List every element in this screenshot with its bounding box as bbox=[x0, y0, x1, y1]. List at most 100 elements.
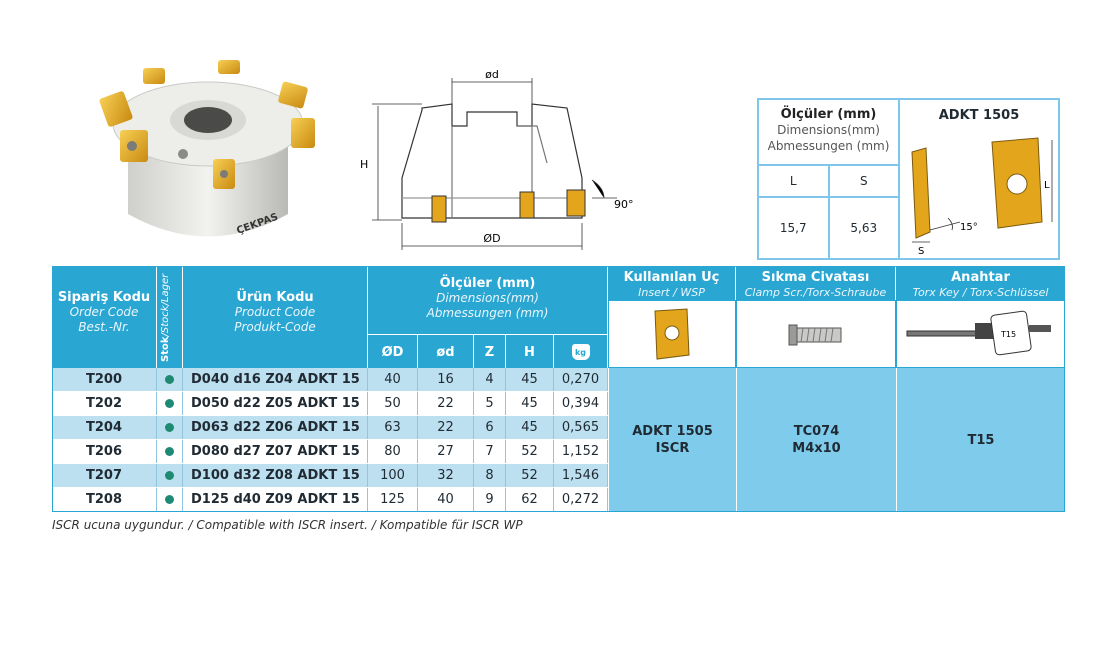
insert-name: ADKT 1505 bbox=[938, 108, 1020, 123]
insert-dimensions-box: Ölçüler (mm) Dimensions(mm) Abmessungen … bbox=[757, 98, 1060, 260]
cell-d: 22 bbox=[418, 392, 474, 415]
weight-icon: kg bbox=[554, 335, 608, 369]
product-table: Sipariş Kodu Order Code Best.-Nr. Stok/S… bbox=[52, 266, 1065, 512]
insert-drawing: S L 15° bbox=[900, 134, 1058, 258]
cell-D: 40 bbox=[368, 368, 418, 391]
insert-col-S: S bbox=[827, 166, 899, 196]
dims-subheader: ØD ød Z H kg bbox=[368, 334, 608, 369]
cell-weight: 1,152 bbox=[554, 440, 608, 463]
cell-code: T208 bbox=[52, 488, 157, 511]
header-stock-en: /Stock/Lager bbox=[160, 273, 171, 337]
cell-code: T207 bbox=[52, 464, 157, 487]
cell-D: 50 bbox=[368, 392, 418, 415]
insert-val-S: 5,63 bbox=[827, 198, 899, 258]
cell-code: T200 bbox=[52, 368, 157, 391]
cell-product: D080 d27 Z07 ADKT 15 bbox=[183, 440, 368, 463]
cell-D: 80 bbox=[368, 440, 418, 463]
cell-weight: 1,546 bbox=[554, 464, 608, 487]
header-order-code: Sipariş Kodu Order Code Best.-Nr. bbox=[52, 266, 157, 368]
insert-dimensions-panel: Ölçüler (mm) Dimensions(mm) Abmessungen … bbox=[759, 100, 900, 258]
cell-weight: 0,270 bbox=[554, 368, 608, 391]
header-stock: Stok/Stock/Lager bbox=[157, 266, 183, 368]
key-value: T15 bbox=[896, 368, 1065, 512]
insert-draw-S: S bbox=[918, 246, 924, 257]
kg-weight-icon: kg bbox=[571, 344, 590, 360]
col-D: ØD bbox=[368, 335, 418, 369]
header-order-tr: Sipariş Kodu bbox=[57, 290, 151, 305]
stock-cell bbox=[157, 392, 183, 415]
cell-weight: 0,394 bbox=[554, 392, 608, 415]
in-stock-dot-icon bbox=[165, 471, 174, 480]
in-stock-dot-icon bbox=[165, 399, 174, 408]
drawing-d-label: ød bbox=[485, 68, 499, 81]
cell-Z: 9 bbox=[474, 488, 506, 511]
cell-Z: 8 bbox=[474, 464, 506, 487]
milling-cutter-photo: ÇEKPAS bbox=[88, 54, 336, 259]
stock-cell bbox=[157, 464, 183, 487]
cell-d: 22 bbox=[418, 416, 474, 439]
cell-weight: 0,565 bbox=[554, 416, 608, 439]
cell-Z: 6 bbox=[474, 416, 506, 439]
drawing-H-label: H bbox=[360, 158, 368, 171]
cell-code: T204 bbox=[52, 416, 157, 439]
key-tag-label: T15 bbox=[1000, 330, 1016, 339]
cell-D: 63 bbox=[368, 416, 418, 439]
header-dimensions: Ölçüler (mm) Dimensions(mm) Abmessungen … bbox=[368, 266, 608, 368]
header-screw-en: Clamp Scr./Torx-Schraube bbox=[744, 286, 887, 299]
header-stock-tr: Stok bbox=[160, 336, 171, 362]
cell-H: 62 bbox=[506, 488, 554, 511]
cell-D: 100 bbox=[368, 464, 418, 487]
cell-H: 52 bbox=[506, 464, 554, 487]
col-d: ød bbox=[418, 335, 474, 369]
in-stock-dot-icon bbox=[165, 423, 174, 432]
header-insert-tr: Kullanılan Uç bbox=[623, 270, 720, 285]
col-H: H bbox=[506, 335, 554, 369]
cell-product: D125 d40 Z09 ADKT 15 bbox=[183, 488, 368, 511]
cell-product: D050 d22 Z05 ADKT 15 bbox=[183, 392, 368, 415]
cell-D: 125 bbox=[368, 488, 418, 511]
drawing-D-label: ØD bbox=[483, 232, 500, 245]
cell-product: D063 d22 Z06 ADKT 15 bbox=[183, 416, 368, 439]
header-product-code: Ürün Kodu Product Code Produkt-Code bbox=[183, 266, 368, 368]
stock-cell bbox=[157, 440, 183, 463]
cell-d: 40 bbox=[418, 488, 474, 511]
header-dims-en: Dimensions(mm) bbox=[436, 291, 539, 305]
header-product-en: Product Code bbox=[234, 305, 316, 319]
header-key-en: Torx Key / Torx-Schlüssel bbox=[912, 286, 1049, 299]
insert-dims-title: Ölçüler (mm) bbox=[780, 107, 877, 122]
header-product-tr: Ürün Kodu bbox=[236, 290, 314, 305]
cell-d: 32 bbox=[418, 464, 474, 487]
insert-draw-angle: 15° bbox=[960, 222, 978, 233]
key-image: T15 bbox=[896, 300, 1065, 368]
header-insert-en: Insert / WSP bbox=[638, 286, 705, 299]
stock-cell bbox=[157, 368, 183, 391]
cell-d: 16 bbox=[418, 368, 474, 391]
cutter-technical-drawing: ød ØD H 90° bbox=[352, 68, 652, 258]
insert-val-L: 15,7 bbox=[779, 221, 807, 235]
insert-dims-title-de: Abmessungen (mm) bbox=[767, 139, 890, 153]
screw-value: TC074 M4x10 bbox=[736, 368, 896, 512]
header-order-en: Order Code bbox=[69, 305, 139, 319]
header-dims-de: Abmessungen (mm) bbox=[426, 306, 549, 320]
cell-product: D100 d32 Z08 ADKT 15 bbox=[183, 464, 368, 487]
cell-Z: 4 bbox=[474, 368, 506, 391]
cell-weight: 0,272 bbox=[554, 488, 608, 511]
cell-H: 45 bbox=[506, 392, 554, 415]
in-stock-dot-icon bbox=[165, 375, 174, 384]
stock-cell bbox=[157, 416, 183, 439]
header-screw-tr: Sıkma Civatası bbox=[761, 270, 870, 285]
in-stock-dot-icon bbox=[165, 447, 174, 456]
footnote: ISCR ucuna uygundur. / Compatible with I… bbox=[52, 518, 523, 532]
insert-col-L: L bbox=[789, 174, 797, 188]
in-stock-dot-icon bbox=[165, 495, 174, 504]
insert-dims-title-en: Dimensions(mm) bbox=[777, 123, 880, 137]
insert-image bbox=[608, 300, 736, 368]
cell-d: 27 bbox=[418, 440, 474, 463]
header-dims-tr: Ölçüler (mm) bbox=[439, 276, 536, 291]
